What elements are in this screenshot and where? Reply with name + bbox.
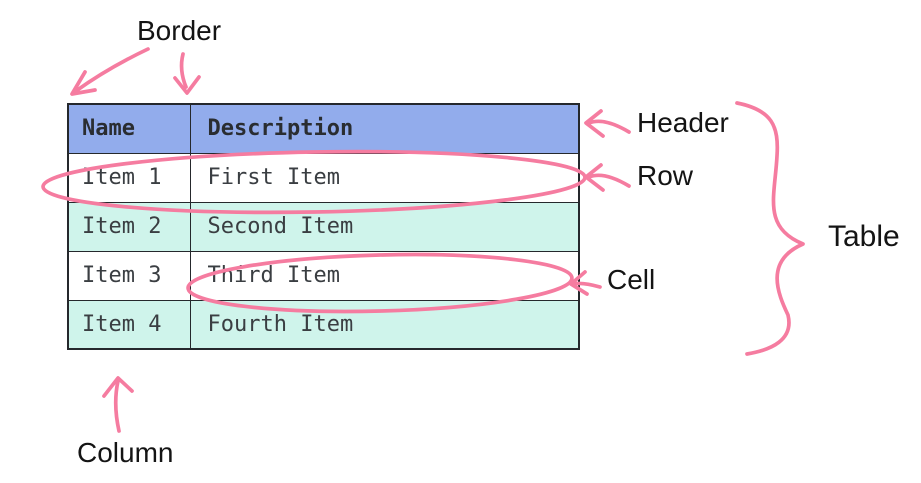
column-header-name: Name [67,103,191,154]
cell-label: Cell [607,264,656,295]
table-label: Table [828,220,900,253]
header-label: Header [637,107,729,138]
row-arrow-icon [584,163,631,192]
cell-description: Third Item [189,250,580,301]
table-brace-icon [735,101,805,356]
cell-name: Item 2 [67,201,191,252]
table-row: Item 4 Fourth Item [67,299,580,350]
border-label: Border [137,15,222,46]
table-row: Item 1 First Item [67,152,580,203]
cell-name: Item 4 [67,299,191,350]
example-table: Name Description Item 1 First Item Item … [67,103,580,350]
cell-description: Fourth Item [189,299,580,350]
cell-description: Second Item [189,201,580,252]
table-row: Item 3 Third Item [67,250,580,301]
header-arrow-icon [584,109,631,138]
table-row: Item 2 Second Item [67,201,580,252]
cell-name: Item 1 [67,152,191,203]
cell-name: Item 3 [67,250,191,301]
cell-description: First Item [189,152,580,203]
column-arrow-icon [102,376,134,433]
row-label: Row [637,160,694,191]
table-header-row: Name Description [67,103,580,154]
border-arrow-left-icon [70,47,150,96]
border-arrow-right-icon [173,52,201,95]
column-label: Column [77,437,174,468]
column-header-description: Description [189,103,580,154]
